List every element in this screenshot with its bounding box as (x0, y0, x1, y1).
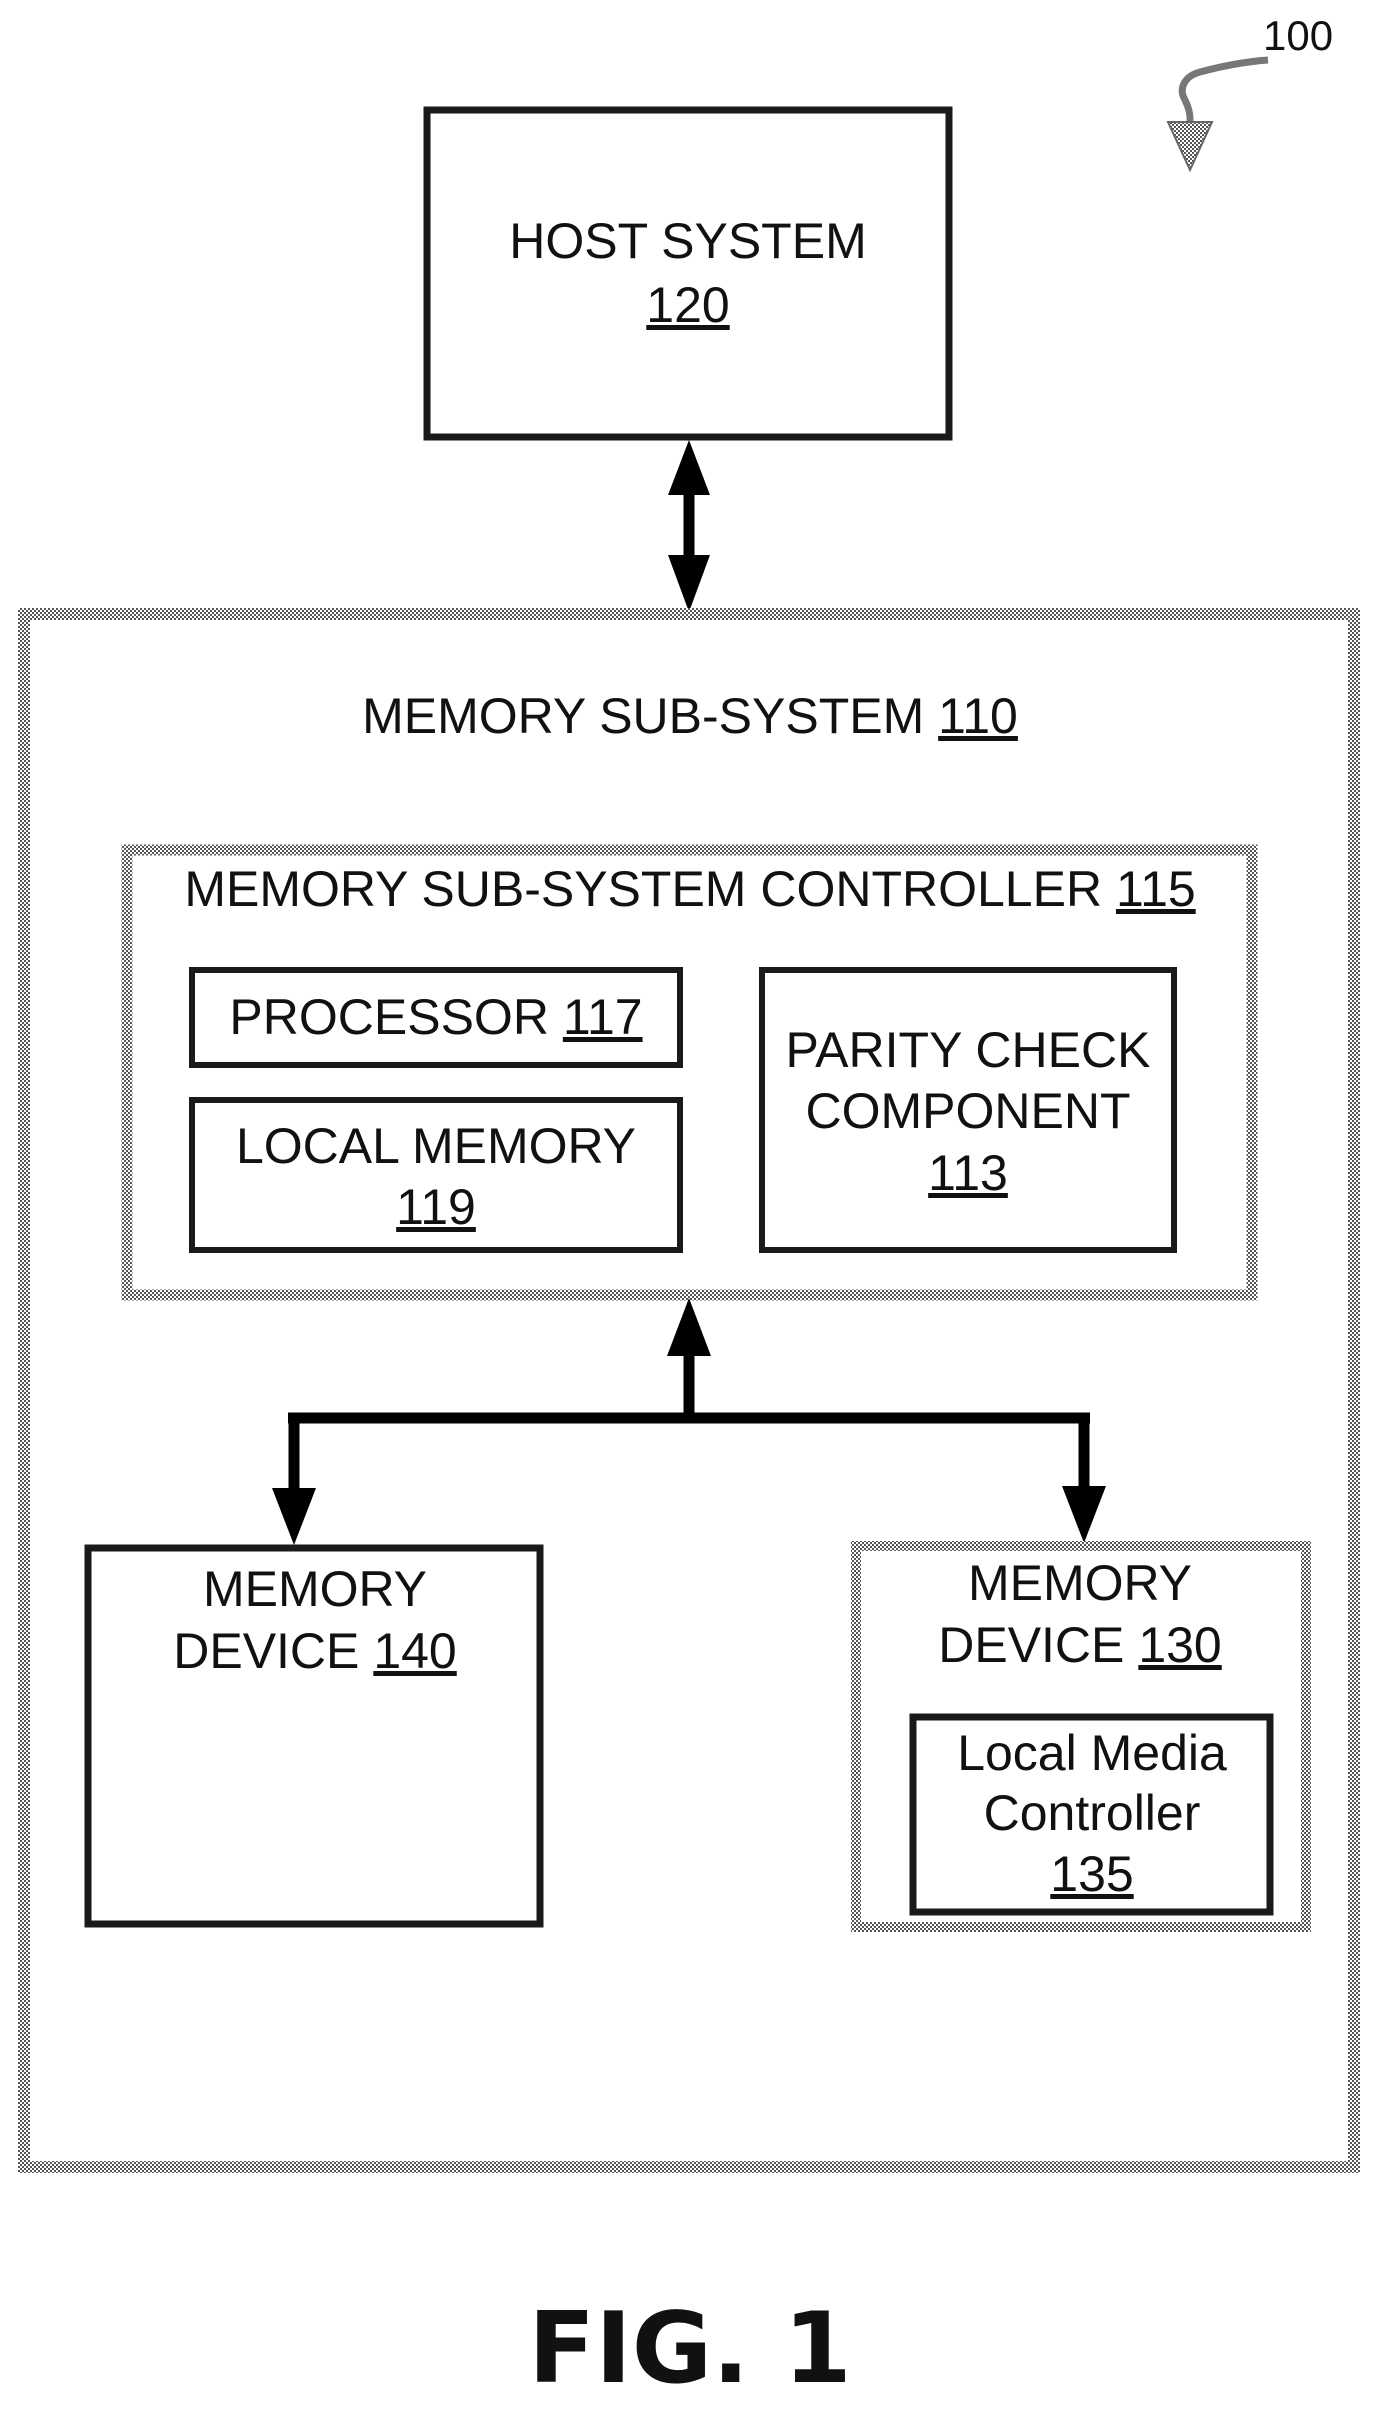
local-memory-ref: 119 (396, 1179, 476, 1235)
memory-sub-system-label: MEMORY SUB-SYSTEM 110 (362, 688, 1018, 744)
figure-ref-label: 100 (1263, 12, 1333, 59)
local-media-controller-line2: Controller (984, 1785, 1201, 1841)
local-memory-label: LOCAL MEMORY (236, 1118, 636, 1174)
local-media-controller-box: Local Media Controller 135 (913, 1717, 1270, 1912)
memory-device-140-line2: DEVICE 140 (173, 1623, 457, 1679)
host-system-ref: 120 (646, 277, 729, 333)
memory-device-130-line2: DEVICE 130 (938, 1617, 1222, 1673)
host-system-box: HOST SYSTEM 120 (427, 110, 949, 437)
parity-check-line2: COMPONENT (806, 1083, 1131, 1139)
host-system-label: HOST SYSTEM (509, 213, 866, 269)
parity-check-component-box: PARITY CHECK COMPONENT 113 (762, 970, 1174, 1250)
parity-check-ref: 113 (928, 1145, 1008, 1201)
memory-device-130-line1: MEMORY (968, 1555, 1192, 1611)
controller-label: MEMORY SUB-SYSTEM CONTROLLER 115 (184, 861, 1195, 917)
figure-reference: 100 (1168, 12, 1333, 170)
local-memory-box: LOCAL MEMORY 119 (192, 1100, 680, 1250)
local-media-controller-line1: Local Media (957, 1725, 1227, 1781)
host-bus-arrow (668, 440, 710, 612)
memory-device-140-line1: MEMORY (203, 1561, 427, 1617)
figure-label: FIG. 1 (528, 2292, 851, 2406)
local-media-controller-ref: 135 (1050, 1846, 1133, 1902)
parity-check-line1: PARITY CHECK (786, 1022, 1151, 1078)
reference-arrowhead-icon (1168, 122, 1212, 170)
processor-label: PROCESSOR 117 (229, 989, 642, 1045)
memory-device-140-box: MEMORY DEVICE 140 (88, 1548, 540, 1924)
processor-box: PROCESSOR 117 (192, 970, 680, 1065)
